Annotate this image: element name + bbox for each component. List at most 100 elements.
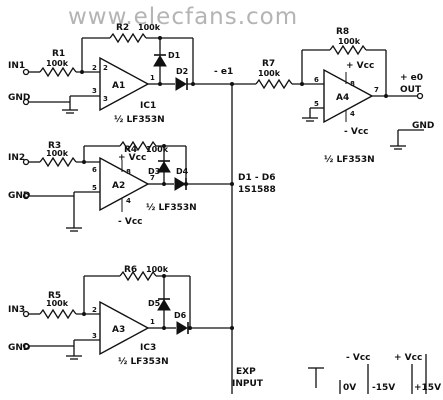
- diode-d5: [157, 299, 171, 311]
- label-r5-val: 100k: [46, 299, 69, 308]
- label-a3: A3: [112, 325, 125, 335]
- pin-label: 5: [92, 184, 97, 192]
- pin-label: 6: [314, 76, 319, 84]
- label-in2: IN2: [8, 153, 25, 163]
- label-gnd2: GND: [8, 191, 30, 201]
- label-vee-a2: - Vcc: [118, 217, 143, 227]
- input-terminals: [22, 68, 30, 350]
- label-in1: IN1: [8, 61, 25, 71]
- opamp-a2: [99, 156, 150, 212]
- label-m15v: -15V: [372, 383, 395, 393]
- junction: [82, 312, 86, 316]
- label-d6: D6: [174, 311, 187, 320]
- pin-label: 8: [350, 80, 355, 88]
- terminal-out: [416, 92, 424, 100]
- pin-label: 1: [150, 74, 155, 82]
- pin-label: 2: [92, 306, 97, 314]
- pin-label: 3: [92, 87, 97, 95]
- label-r8: R8: [336, 27, 349, 37]
- label-gnd3: GND: [8, 343, 30, 353]
- pin-label: 3: [92, 332, 97, 340]
- opamp-a4: [323, 68, 374, 124]
- pin-label: 1: [150, 318, 155, 326]
- stage-a3: IN3 GND R5 100k R6 100k A3 2 3 1 D5 D6 I…: [8, 265, 232, 367]
- label-exp-input: INPUT: [232, 379, 264, 389]
- label-r6-val: 100k: [146, 265, 169, 274]
- label-diodes: D1 - D6: [238, 173, 275, 183]
- pin-label: 7: [374, 86, 379, 94]
- diode-d1: [153, 55, 167, 67]
- terminal-gnd2: [22, 192, 30, 200]
- opamp-a1: [99, 56, 150, 112]
- resistor-r7: [255, 78, 293, 90]
- label-eo: + e0: [400, 73, 423, 83]
- label-p15v: +15V: [414, 383, 441, 393]
- resistor-r4: [119, 140, 157, 152]
- label-r7-val: 100k: [258, 69, 281, 78]
- label-out: OUT: [400, 85, 422, 95]
- label-part4: ½ LF353N: [324, 154, 375, 165]
- label-r3-val: 100k: [46, 149, 69, 158]
- label-r4-val: 100k: [146, 145, 169, 154]
- junction: [191, 82, 195, 86]
- watermark: www.elecfans.com: [68, 4, 298, 30]
- diode-d2: [175, 77, 187, 91]
- junction: [184, 182, 188, 186]
- label-d4: D4: [176, 167, 189, 176]
- label-vee-a4: - Vcc: [344, 127, 369, 137]
- summing-bus: - e1 D1 - D6 1S1588 EXP INPUT: [214, 67, 276, 394]
- label-gnd-out: GND: [412, 121, 434, 131]
- label-diode-part: 1S1588: [238, 185, 276, 195]
- pin-label: 4: [126, 197, 131, 205]
- label-vcc-a4: + Vcc: [346, 61, 374, 71]
- label-r8-val: 100k: [338, 37, 361, 46]
- label-d1: D1: [168, 51, 181, 60]
- pin-label: 8: [126, 168, 131, 176]
- junction: [230, 326, 234, 330]
- terminal-in2: [22, 158, 30, 166]
- terminal-in3: [22, 310, 30, 318]
- resistor-r2: [109, 32, 147, 44]
- pin-label: 4: [350, 110, 355, 118]
- label-d3: D3: [148, 167, 160, 176]
- label-ic3: IC3: [140, 343, 156, 353]
- label-r3: R3: [48, 141, 61, 151]
- pin-label: 2: [92, 64, 97, 72]
- label-r6: R6: [124, 265, 137, 275]
- label-r1: R1: [52, 49, 65, 59]
- label-pos-vcc: + Vcc: [394, 353, 422, 363]
- label-r5: R5: [48, 291, 61, 301]
- diode-d4: [174, 177, 186, 191]
- stage-a1: IN1 GND R1 100k R2 100k A1 2 3 2 3 1 D1 …: [8, 23, 232, 125]
- label-part1: ½ LF353N: [114, 114, 165, 125]
- diode-d6: [176, 321, 188, 335]
- label-gnd1: GND: [8, 93, 30, 103]
- resistor-r3: [39, 156, 77, 168]
- pin-label: 3: [103, 95, 108, 103]
- pin-label: 6: [92, 166, 97, 174]
- pin-label: 2: [103, 64, 108, 72]
- label-a1: A1: [112, 81, 125, 91]
- label-r4: R4: [124, 145, 137, 155]
- label-exp: EXP: [236, 367, 256, 377]
- terminal-gnd1: [22, 98, 30, 106]
- label-part2: ½ LF353N: [146, 202, 197, 213]
- stage-a2: IN2 GND R3 100k R4 100k A2 + Vcc - Vcc 6…: [8, 140, 232, 232]
- label-0v: 0V: [343, 383, 356, 393]
- junction: [162, 274, 166, 278]
- label-d5: D5: [148, 299, 161, 308]
- label-d2: D2: [176, 67, 188, 76]
- opamp-a3: [99, 300, 150, 356]
- label-vcc-a2: + Vcc: [118, 153, 146, 163]
- junction: [188, 326, 192, 330]
- junction: [230, 182, 234, 186]
- label-r2: R2: [116, 23, 129, 33]
- junction: [82, 160, 86, 164]
- label-part3: ½ LF353N: [118, 356, 169, 367]
- label-a2: A2: [112, 181, 125, 191]
- power-terminals: - Vcc + Vcc 0V -15V +15V: [308, 353, 441, 394]
- resistor-r5: [39, 308, 77, 320]
- label-in3: IN3: [8, 305, 25, 315]
